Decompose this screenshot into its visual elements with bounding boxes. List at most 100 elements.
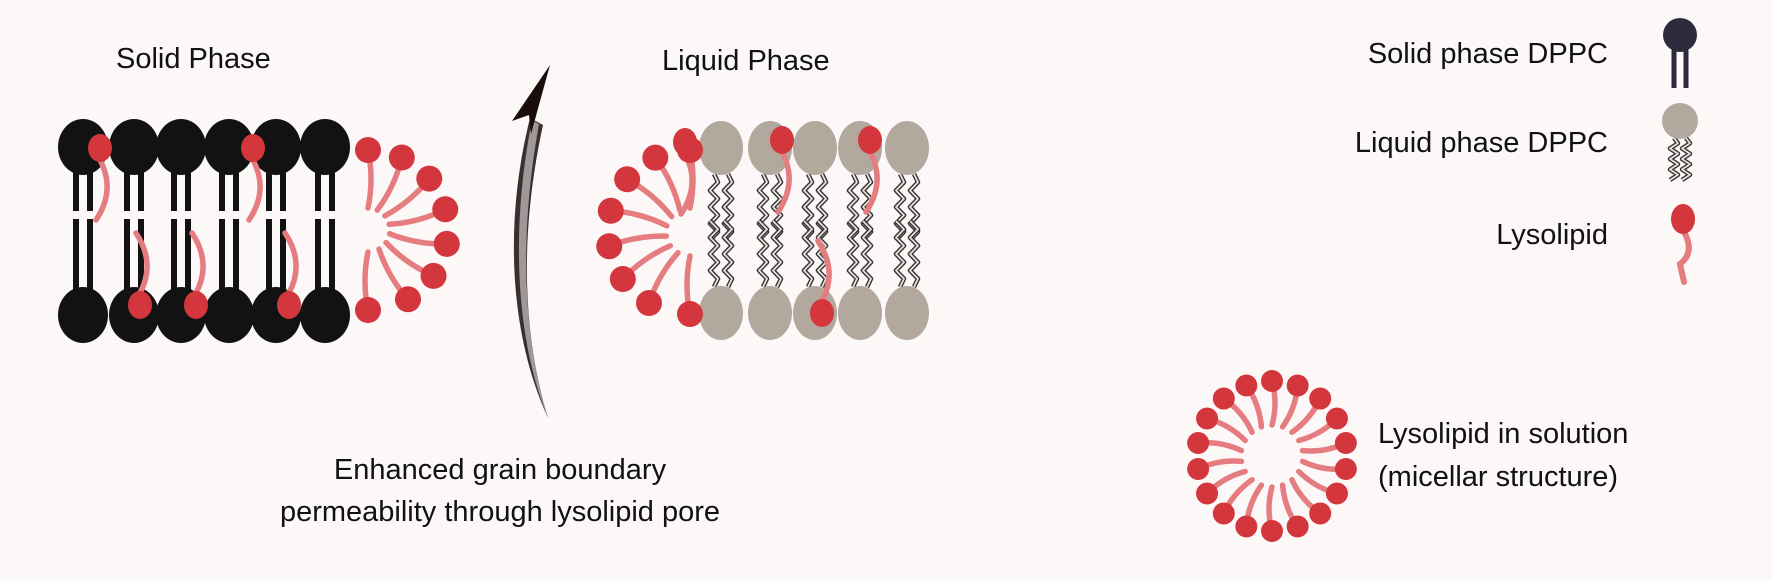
lysolipid [1296,468,1348,505]
liquid-lipid-tail-core [723,220,733,288]
lysolipid-head [1334,431,1357,454]
arrow-shaft-highlight [518,120,548,418]
solid-lipid-head [58,287,108,343]
lysolipid-head [642,144,669,171]
lysolipid [1235,482,1265,538]
lysolipid-head [596,233,623,260]
lysolipid [184,230,208,319]
liquid-lipid-tail-core [848,220,858,288]
lysolipid-head [1235,515,1258,538]
liquid-lipid [748,219,792,340]
liquid-lipid-tail-core [895,220,905,288]
micelle-icon [1187,370,1357,542]
lysolipid-head [355,137,381,163]
lysolipid-head [1309,502,1332,525]
solid-lipid [109,119,159,297]
lysolipid-head [810,299,834,327]
liquid-lipid [885,219,929,340]
legend-solid-label: Solid phase DPPC [1367,38,1608,70]
lysolipid [386,230,460,257]
lysolipid [374,144,415,213]
lysolipid [1212,476,1255,525]
liquid-lipid-tail-core [709,220,719,288]
liquid-lipid-tail-core [817,220,827,288]
legend-lyso-label: Lysolipid [1496,219,1608,251]
lysolipid [355,137,381,211]
lysolipid-head [858,126,882,154]
solid-lipid-head [251,119,301,175]
lysolipid [1196,468,1248,505]
caption-line-1: Enhanced grain boundary [333,454,667,486]
liquid-lipid [885,121,929,242]
lysolipid [1187,431,1245,454]
lysolipid [770,126,794,215]
lysolipid-tail [282,230,299,296]
solid-lipid [156,119,206,297]
lysolipid [1289,387,1332,436]
solid-phase-title: Solid Phase [116,43,271,75]
liquid-lipid-tail-core [1681,137,1691,181]
legend-lysolipid-icon [1671,204,1695,285]
lysolipid-head [355,297,381,323]
solid-lipid [300,119,350,297]
lysolipid [1299,458,1357,481]
lysolipid [382,165,443,219]
solid-lipid-head [204,287,254,343]
lysolipid-head [388,144,415,171]
legend-solid-dppc-icon [1663,18,1697,88]
liquid-lipid [699,121,743,242]
lysolipid [1196,407,1248,444]
lysolipid [128,230,152,319]
legend-liquid-dppc-icon [1662,103,1698,182]
liquid-lipid-tail-core [772,220,782,288]
transition-arrow [512,65,550,418]
solid-lipid [251,165,301,343]
liquid-phase-title: Liquid Phase [662,45,830,77]
solid-lipid-head [204,119,254,175]
lysolipid [636,250,681,317]
liquid-lipid-tail-core [862,220,872,288]
lysolipid-head [420,262,447,289]
lysolipid [386,196,459,228]
lysolipid [858,126,882,215]
lysolipid [614,166,675,220]
solid-lipid-head [58,119,108,175]
caption-line-2: permeability through lysolipid pore [279,496,721,528]
lysolipid [609,243,674,293]
lysolipid-tail [1676,227,1692,285]
lysolipid [677,253,703,327]
liquid-lipid-head [1662,103,1698,139]
liquid-lipid-tail-core [909,220,919,288]
lysolipid-head [677,301,703,327]
lysolipid-head [1212,502,1235,525]
lysolipid-head [432,196,459,223]
legend-micelle-label-1: Lysolipid in solution [1378,418,1629,450]
lysolipid [383,239,447,289]
lysolipid-tail [133,230,150,296]
lysolipid-head [609,266,636,293]
lysolipid-head [1309,387,1332,410]
liquid-lipid-head [699,286,743,340]
liquid-phase-bilayer [596,121,929,340]
liquid-lipid-head [699,121,743,175]
liquid-lipid-head [793,121,837,175]
lysolipid [1187,458,1245,481]
lysolipid-head [636,290,662,317]
solid-lipid-head [109,119,159,175]
lysolipid [1235,374,1265,430]
solid-lipid-head [156,119,206,175]
lysolipid-head [1261,370,1283,392]
liquid-lipid-tail-core [758,220,768,288]
solid-lipid [204,165,254,343]
lysolipid-head [433,230,460,257]
liquid-lipid-head [748,286,792,340]
lysolipid-head [1334,458,1357,481]
liquid-lipid-head [885,121,929,175]
liquid-lipid-head [838,286,882,340]
lysolipid [1299,431,1357,454]
lysolipid [642,144,683,213]
lysolipid-head [1325,482,1348,505]
lysolipid-head [416,165,443,192]
